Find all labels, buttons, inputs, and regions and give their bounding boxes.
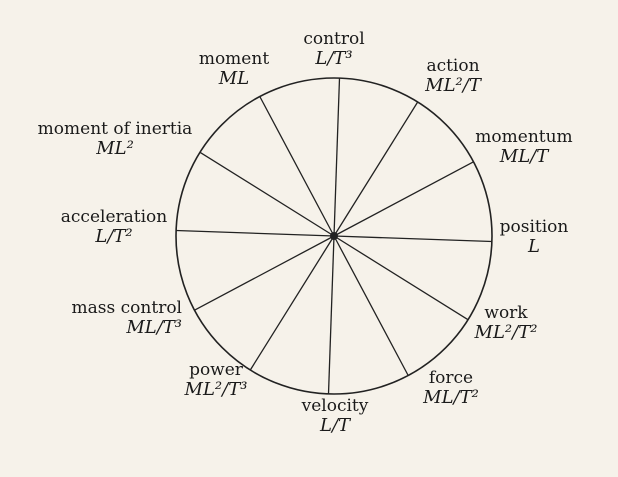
momentum-name: momentum: [475, 127, 573, 147]
control-dimension: L/T³: [315, 48, 353, 70]
spoke-action: [333, 101, 419, 237]
action-dimension: ML²/T: [425, 75, 481, 97]
label-force: force ML/T²: [403, 368, 499, 409]
force-name: force: [428, 368, 474, 388]
label-work: work ML²/T²: [458, 303, 554, 344]
moment-of-inertia-name: moment of inertia: [37, 119, 193, 139]
spoke-moment: [259, 96, 335, 237]
mass-control-name: mass control: [71, 298, 182, 318]
action-name: action: [426, 56, 480, 76]
position-dimension: L: [528, 236, 540, 258]
label-position: position L: [490, 217, 578, 258]
momentum-dimension: ML/T: [499, 146, 549, 168]
spoke-force: [333, 235, 409, 376]
acceleration-name: acceleration: [60, 207, 168, 227]
position-name: position: [499, 217, 569, 237]
moment-dimension: ML: [218, 68, 250, 90]
control-name: control: [303, 29, 365, 49]
label-moment: moment ML: [188, 49, 280, 90]
label-moment-of-inertia: moment of inertia ML²: [20, 119, 210, 160]
force-dimension: ML/T²: [423, 387, 479, 409]
spoke-mass-control: [194, 235, 335, 311]
label-acceleration: acceleration L/T²: [52, 207, 176, 248]
label-power: power ML²/T³: [168, 360, 264, 401]
velocity-dimension: L/T: [319, 415, 351, 437]
work-name: work: [484, 303, 528, 323]
acceleration-dimension: L/T²: [95, 226, 133, 248]
wheel-rim: [175, 77, 493, 395]
spoke-moment-of-inertia: [199, 151, 335, 237]
spoke-velocity: [327, 235, 335, 394]
label-control: control L/T³: [290, 29, 378, 70]
spoke-power: [249, 235, 335, 371]
power-name: power: [189, 360, 243, 380]
wheel-spokes: [176, 78, 492, 394]
mass-control-dimension: ML/T³: [126, 317, 182, 339]
power-dimension: ML²/T³: [184, 379, 248, 401]
moment-name: moment: [198, 49, 270, 69]
spoke-acceleration: [176, 229, 335, 237]
label-velocity: velocity L/T: [290, 396, 380, 437]
velocity-name: velocity: [301, 396, 369, 416]
wheel-hub: [330, 232, 338, 240]
spoke-control: [333, 78, 341, 237]
moment-of-inertia-dimension: ML²: [96, 138, 134, 160]
work-dimension: ML²/T²: [474, 322, 538, 344]
label-momentum: momentum ML/T: [466, 127, 582, 168]
label-mass-control: mass control ML/T³: [40, 298, 182, 339]
spoke-momentum: [333, 161, 474, 237]
label-action: action ML²/T: [410, 56, 496, 97]
spoke-work: [333, 235, 469, 321]
spoke-position: [333, 235, 492, 243]
